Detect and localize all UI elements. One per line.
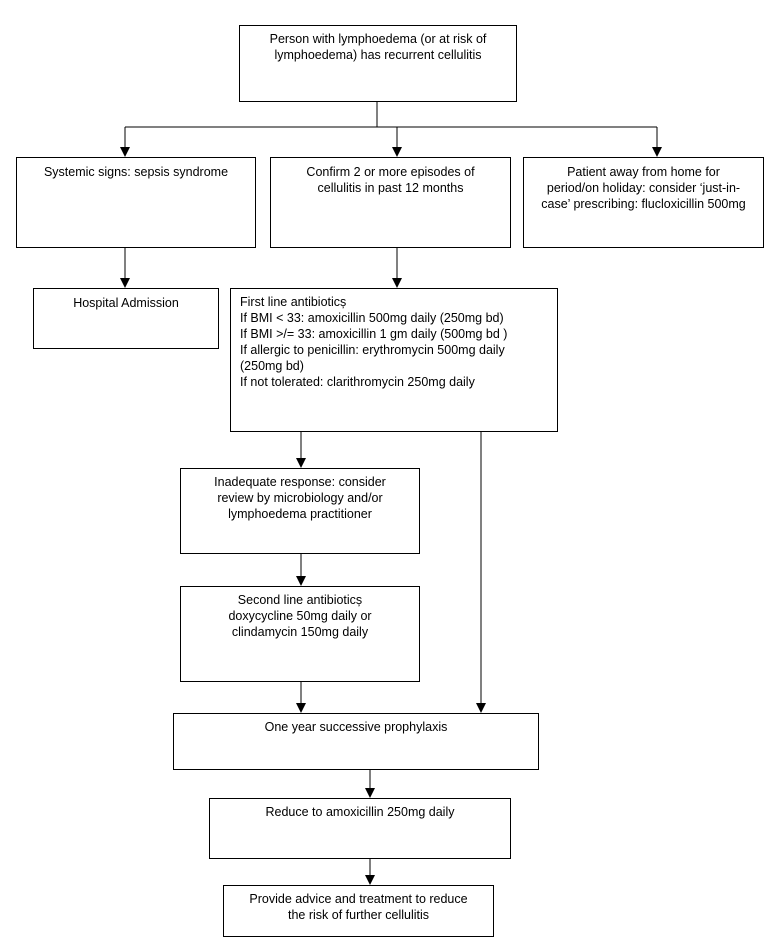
- hospital-text-line: Hospital Admission: [73, 296, 179, 310]
- second-line-text-line: Second line antibioticș: [237, 593, 363, 607]
- first-line-text-line: If not tolerated: clarithromycin 250mg d…: [240, 375, 475, 389]
- first-line-antibiotics-node: First line antibioticș If BMI < 33: amo…: [230, 288, 558, 432]
- first-line-text-line: If BMI < 33: amoxicillin 500mg daily (25…: [240, 311, 504, 325]
- start-node: Person with lymphoedema (or at risk of l…: [239, 25, 517, 102]
- inadequate-text-line: review by microbiology and/or: [217, 491, 383, 505]
- away-text-line: case’ prescribing: flucloxicillin 500mg: [541, 197, 746, 211]
- start-text-line: lymphoedema) has recurrent cellulitis: [274, 48, 482, 62]
- first-line-text-line: If allergic to penicillin: erythromycin …: [240, 343, 505, 357]
- away-text-line: period/on holiday: consider ‘just-in-: [546, 181, 741, 195]
- advice-node: Provide advice and treatment to reduce t…: [223, 885, 494, 937]
- advice-text-line: the risk of further cellulitis: [287, 908, 430, 922]
- advice-text-line: Provide advice and treatment to reduce: [249, 892, 468, 906]
- first-line-text-line: First line antibioticș: [240, 295, 347, 309]
- start-text-line: Person with lymphoedema (or at risk of: [269, 32, 487, 46]
- reduce-dose-node: Reduce to amoxicillin 250mg daily: [209, 798, 511, 859]
- second-line-antibiotics-node: Second line antibioticș doxycycline 50m…: [180, 586, 420, 682]
- systemic-signs-node: Systemic signs: sepsis syndrome: [16, 157, 256, 248]
- away-from-home-node: Patient away from home for period/on hol…: [523, 157, 764, 248]
- prophylaxis-node: One year successive prophylaxis: [173, 713, 539, 770]
- first-line-text-line: (250mg bd): [240, 359, 304, 373]
- inadequate-text-line: Inadequate response: consider: [214, 475, 386, 489]
- away-text-line: Patient away from home for: [567, 165, 720, 179]
- second-line-text-line: clindamycin 150mg daily: [231, 625, 369, 639]
- inadequate-text-line: lymphoedema practitioner: [228, 507, 372, 521]
- confirm-episodes-node: Confirm 2 or more episodes of cellulitis…: [270, 157, 511, 248]
- second-line-text-line: doxycycline 50mg daily or: [228, 609, 372, 623]
- confirm-text-line: cellulitis in past 12 months: [317, 181, 464, 195]
- inadequate-response-node: Inadequate response: consider review by …: [180, 468, 420, 554]
- first-line-text-line: If BMI >/= 33: amoxicillin 1 gm daily (5…: [240, 327, 508, 341]
- reduce-text-line: Reduce to amoxicillin 250mg daily: [265, 805, 455, 819]
- systemic-text-line: Systemic signs: sepsis syndrome: [43, 165, 229, 179]
- hospital-admission-node: Hospital Admission: [33, 288, 219, 349]
- confirm-text-line: Confirm 2 or more episodes of: [306, 165, 475, 179]
- prophylaxis-text-line: One year successive prophylaxis: [264, 720, 448, 734]
